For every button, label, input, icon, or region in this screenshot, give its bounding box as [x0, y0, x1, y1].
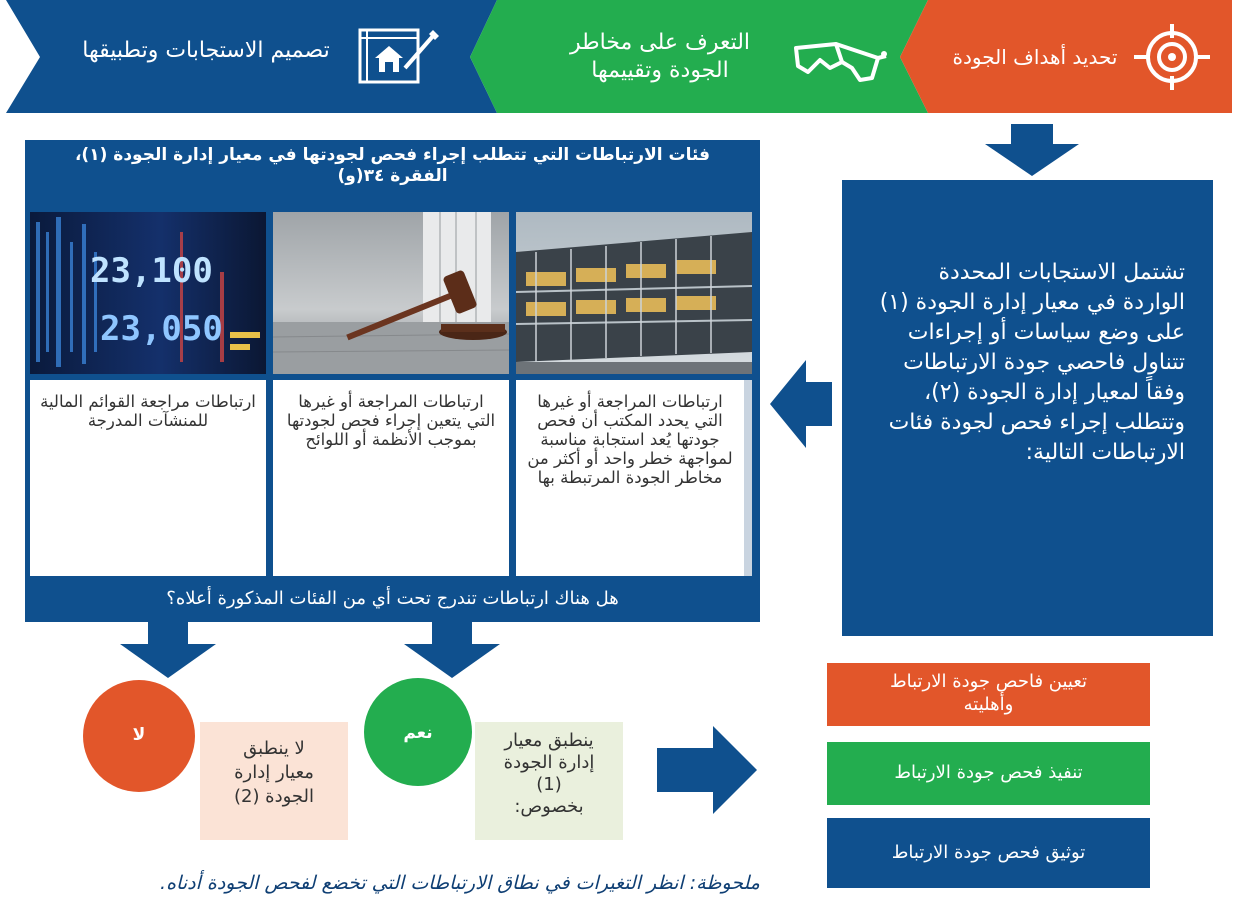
action-perform-label: تنفيذ فحص جودة الارتباط [894, 762, 1083, 783]
yes-text-line4: بخصوص: [514, 796, 584, 817]
category-text-3: ارتباطات مراجعة القوائم المالية للمنشآت … [40, 392, 256, 430]
down-arrow-yes [404, 622, 500, 678]
category-text-1: ارتباطات المراجعة أو غيرها التي يحدد الم… [527, 392, 733, 487]
yes-text-line3: (1) [536, 774, 562, 795]
category-cell-1 [516, 380, 744, 576]
action-box-perform [827, 742, 1150, 805]
svg-text:23,100: 23,100 [90, 251, 213, 291]
gavel-photo [273, 212, 509, 374]
right-info-text: تشتمل الاستجابات المحددة الواردة في معيا… [879, 260, 1185, 465]
right-info-panel: تشتمل الاستجابات المحددة الواردة في معيا… [842, 180, 1213, 636]
house-blueprint-icon [357, 24, 442, 88]
banner-shapes [6, 0, 1232, 113]
down-arrow-right [985, 124, 1079, 176]
no-text-line3: الجودة (2) [233, 786, 315, 807]
question-text: هل هناك ارتباطات تندرج تحت أي من الفئات … [166, 588, 619, 609]
no-text-line1: لا ينطبق [243, 738, 305, 759]
category-text-2: ارتباطات المراجعة أو غيرها التي يتعين إج… [286, 392, 496, 449]
categories-header-line2: الفقرة ٣٤(و) [337, 166, 448, 186]
banner-step3-shape [6, 0, 497, 113]
action-assign-line1: تعيين فاحص جودة الارتباط [889, 671, 1088, 692]
down-arrow-no [120, 622, 216, 678]
building-photo [516, 212, 752, 374]
process-banner: تصميم الاستجابات وتطبيقها التعرف على مخا… [0, 0, 1233, 115]
banner-step1-label: تحديد أهداف الجودة [952, 45, 1118, 69]
right-arrow-bottom [657, 726, 757, 814]
no-circle [83, 680, 195, 792]
glasses-icon [790, 38, 890, 84]
yes-text-line2: إدارة الجودة [503, 752, 595, 773]
banner-step3-label: تصميم الاستجابات وتطبيقها [82, 38, 330, 63]
no-label: لا [132, 725, 146, 745]
category-cell-2 [273, 380, 509, 576]
action-box-document [827, 818, 1150, 888]
category-cell-3 [30, 380, 266, 576]
category-cell-1-shadow [744, 380, 752, 576]
yes-text-box [475, 722, 623, 840]
banner-step1-shape [900, 0, 1232, 113]
svg-text:23,050: 23,050 [100, 309, 223, 349]
yes-circle [364, 678, 472, 786]
question-bar [25, 576, 760, 622]
stock-ticker-photo: 23,100 23,050 [30, 212, 266, 374]
action-box-assign [827, 663, 1150, 726]
action-assign-line2: وأهليته [963, 694, 1014, 715]
yes-text-line1: ينطبق معيار [504, 730, 594, 751]
footnote: ملحوظة: انظر التغيرات في نطاق الارتباطات… [160, 872, 760, 894]
banner-step2-label-line2: الجودة وتقييمها [591, 58, 729, 83]
no-text-box [200, 722, 348, 840]
action-document-label: توثيق فحص جودة الارتباط [891, 842, 1086, 863]
target-icon [1132, 22, 1212, 92]
no-text-line2: معيار إدارة [234, 762, 314, 783]
yes-label: نعم [403, 723, 433, 743]
banner-step2-shape [470, 0, 928, 113]
banner-step2-label-line1: التعرف على مخاطر [569, 30, 751, 55]
left-arrow-middle [770, 360, 832, 448]
categories-header-line1: فئات الارتباطات التي تتطلب إجراء فحص لجو… [74, 145, 711, 165]
